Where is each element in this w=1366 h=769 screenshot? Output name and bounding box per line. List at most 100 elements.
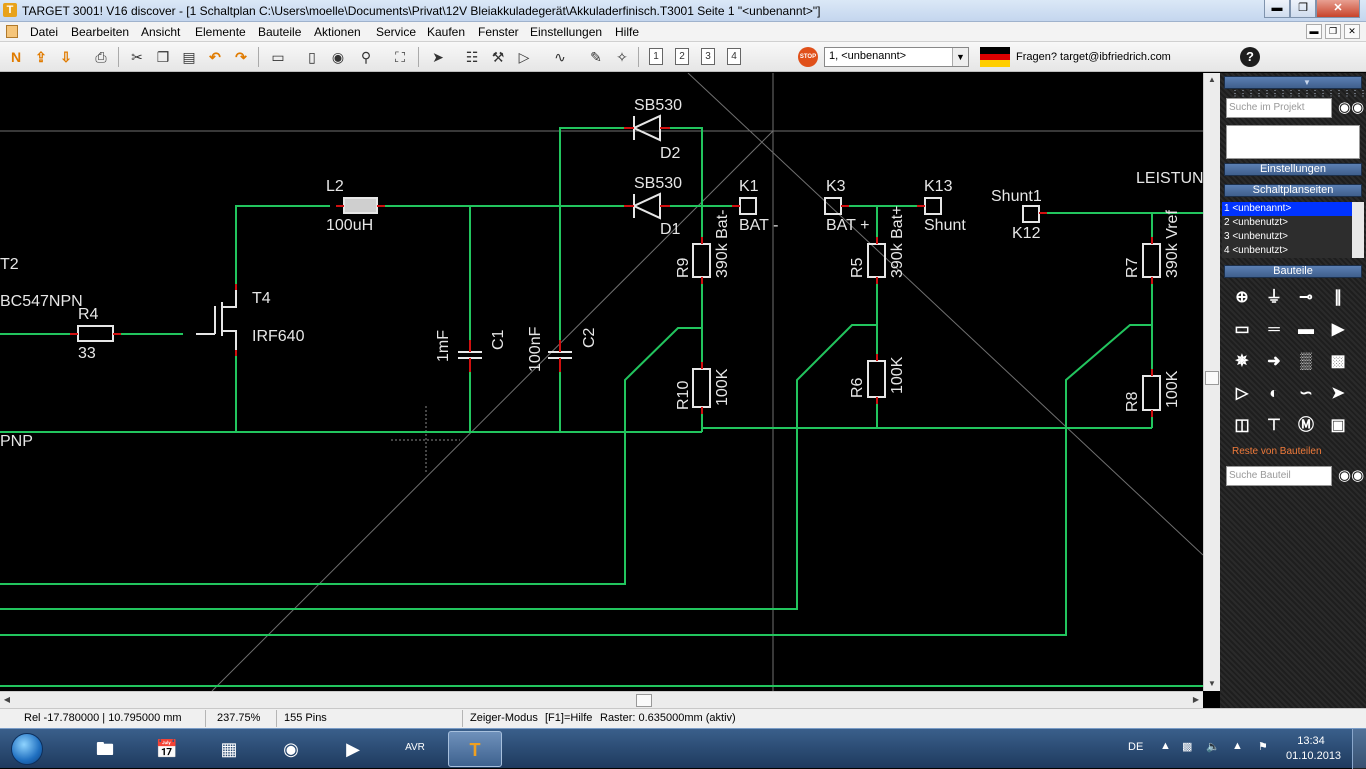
- page-list-scrollbar[interactable]: [1352, 202, 1364, 258]
- view-eye-icon[interactable]: ◉: [331, 49, 345, 65]
- search-results-box[interactable]: [1226, 125, 1360, 159]
- mdi-close-button[interactable]: ✕: [1344, 24, 1360, 39]
- page-select[interactable]: 1, <unbenannt>▼: [824, 47, 969, 67]
- close-button[interactable]: ✕: [1316, 0, 1360, 18]
- binoculars-icon[interactable]: ◉◉: [1338, 99, 1365, 116]
- page-list-item[interactable]: 2 <unbenutzt>: [1224, 217, 1288, 228]
- menu-einstellungen[interactable]: Einstellungen: [530, 25, 603, 39]
- opamp-icon[interactable]: ▷: [1235, 385, 1249, 402]
- transistor-icon[interactable]: ✵: [1235, 353, 1249, 370]
- help-icon[interactable]: ?: [1240, 47, 1260, 67]
- save-file-icon[interactable]: ⇩: [60, 49, 72, 65]
- menu-datei[interactable]: Datei: [30, 25, 59, 39]
- magic-wand-icon[interactable]: ✧: [616, 49, 628, 65]
- calendar-app-icon[interactable]: 📅: [155, 739, 179, 759]
- page-icon[interactable]: ▯: [308, 49, 316, 65]
- menu-bauteile[interactable]: Bauteile: [258, 25, 302, 39]
- volume-icon[interactable]: 🔈: [1206, 741, 1220, 753]
- document-icon[interactable]: [6, 25, 18, 38]
- redo-icon[interactable]: ↷: [235, 49, 247, 65]
- menu-bearbeiten[interactable]: Bearbeiten: [71, 25, 130, 39]
- scroll-left-icon[interactable]: ◀: [3, 695, 11, 704]
- copy-icon[interactable]: ❐: [156, 49, 170, 65]
- vertical-scrollbar[interactable]: ▲ ▼: [1203, 73, 1220, 691]
- menu-service[interactable]: Service: [376, 25, 417, 39]
- project-search-input[interactable]: Suche im Projekt: [1226, 98, 1332, 118]
- network-icon[interactable]: ▲: [1232, 740, 1243, 752]
- minimize-button[interactable]: ▬: [1264, 0, 1290, 18]
- signal-icon[interactable]: ▷: [518, 49, 530, 65]
- pages-header[interactable]: Schaltplanseiten: [1224, 184, 1362, 197]
- ic-icon[interactable]: ⊤: [1267, 417, 1281, 434]
- tray-expand-icon[interactable]: ▲: [1160, 740, 1171, 752]
- action-center-icon[interactable]: ⚑: [1258, 741, 1268, 753]
- media-player-icon[interactable]: ▶: [346, 739, 360, 759]
- undo-icon[interactable]: ↶: [209, 49, 221, 65]
- capacitor-icon[interactable]: ═: [1268, 321, 1280, 338]
- motor-icon[interactable]: Ⓜ: [1297, 417, 1314, 434]
- zoom-fit-icon[interactable]: ⛶: [395, 49, 405, 65]
- page-3-button[interactable]: 3: [701, 48, 715, 65]
- menu-fenster[interactable]: Fenster: [478, 25, 519, 39]
- menu-kaufen[interactable]: Kaufen: [427, 25, 466, 39]
- pointer-icon[interactable]: ➤: [432, 49, 444, 65]
- mdi-restore-button[interactable]: ❐: [1325, 24, 1341, 39]
- avr-app-icon[interactable]: AVR: [388, 731, 442, 767]
- counter-icon[interactable]: ∽: [1299, 385, 1313, 402]
- page-list-item[interactable]: 4 <unbenutzt>: [1224, 245, 1288, 256]
- scroll-right-icon[interactable]: ▶: [1192, 695, 1200, 704]
- switch-icon[interactable]: ➜: [1267, 353, 1281, 370]
- stop-button[interactable]: STOP: [798, 47, 818, 67]
- start-button[interactable]: [2, 730, 52, 768]
- open-file-icon[interactable]: ⇪: [35, 49, 47, 65]
- connector-icon[interactable]: ⊸: [1299, 289, 1313, 306]
- voltage-source-icon[interactable]: ⊕: [1235, 289, 1249, 306]
- menu-aktionen[interactable]: Aktionen: [314, 25, 361, 39]
- page-list-item[interactable]: 1 <unbenannt>: [1222, 202, 1352, 216]
- show-desktop-button[interactable]: [1352, 729, 1366, 769]
- firefox-icon[interactable]: ◉: [283, 739, 299, 759]
- tool-wrench-icon[interactable]: ⚒: [491, 49, 505, 65]
- rest-of-parts-link[interactable]: Reste von Bauteilen: [1232, 446, 1322, 457]
- page-list-item[interactable]: 3 <unbenutzt>: [1224, 231, 1288, 242]
- calculator-icon[interactable]: ▦: [220, 739, 238, 759]
- horizontal-scrollbar[interactable]: ◀ ▶: [0, 691, 1203, 708]
- scroll-up-icon[interactable]: ▲: [1208, 75, 1216, 84]
- page-4-button[interactable]: 4: [727, 48, 741, 65]
- crystal-icon[interactable]: ▩: [1330, 353, 1346, 370]
- resistor-icon[interactable]: ▭: [1234, 321, 1250, 338]
- capacitor-polar-icon[interactable]: ∥: [1334, 289, 1342, 306]
- zoom-icon[interactable]: ⚲: [360, 49, 372, 65]
- diode-icon[interactable]: ▶: [1331, 321, 1345, 338]
- explorer-icon[interactable]: 🖿: [96, 739, 114, 759]
- paste-icon[interactable]: ▤: [182, 49, 196, 65]
- display-icon[interactable]: ▣: [1330, 417, 1346, 434]
- taskbar-clock[interactable]: 13:34 01.10.2013: [1286, 734, 1341, 764]
- wire-icon[interactable]: ∿: [554, 49, 566, 65]
- ground-icon[interactable]: ⏚: [1265, 289, 1282, 306]
- maximize-button[interactable]: ❐: [1290, 0, 1316, 18]
- binoculars-icon[interactable]: ◉◉: [1338, 467, 1365, 484]
- horizontal-scroll-thumb[interactable]: [636, 694, 652, 707]
- settings-header[interactable]: Einstellungen: [1224, 163, 1362, 176]
- menu-elemente[interactable]: Elemente: [195, 25, 246, 39]
- schematic-canvas[interactable]: SB530 D2 SB530 D1 L2 100uH K1 BAT - K3 B…: [0, 73, 1203, 691]
- fuse-icon[interactable]: ▬: [1298, 321, 1314, 338]
- german-flag-icon[interactable]: [980, 47, 1010, 67]
- device-icon[interactable]: ▩: [1182, 741, 1193, 753]
- menu-ansicht[interactable]: Ansicht: [141, 25, 181, 39]
- page-1-button[interactable]: 1: [649, 48, 663, 65]
- cut-icon[interactable]: ✂: [131, 49, 143, 65]
- mdi-minimize-button[interactable]: ▬: [1306, 24, 1322, 39]
- language-indicator[interactable]: DE: [1128, 741, 1144, 753]
- and-gate-icon[interactable]: ◐: [1269, 385, 1279, 402]
- part-search-input[interactable]: Suche Bauteil: [1226, 466, 1332, 486]
- target3001-taskbar-icon[interactable]: T: [448, 731, 502, 767]
- new-file-icon[interactable]: N: [10, 49, 22, 65]
- chevron-down-icon[interactable]: ▼: [952, 48, 968, 66]
- pen-icon[interactable]: ✎: [590, 49, 602, 65]
- parts-library-icon[interactable]: ☷: [465, 49, 479, 65]
- place-part-icon[interactable]: ▭: [271, 49, 285, 65]
- print-icon[interactable]: ⎙: [95, 49, 107, 65]
- menu-hilfe[interactable]: Hilfe: [615, 25, 640, 39]
